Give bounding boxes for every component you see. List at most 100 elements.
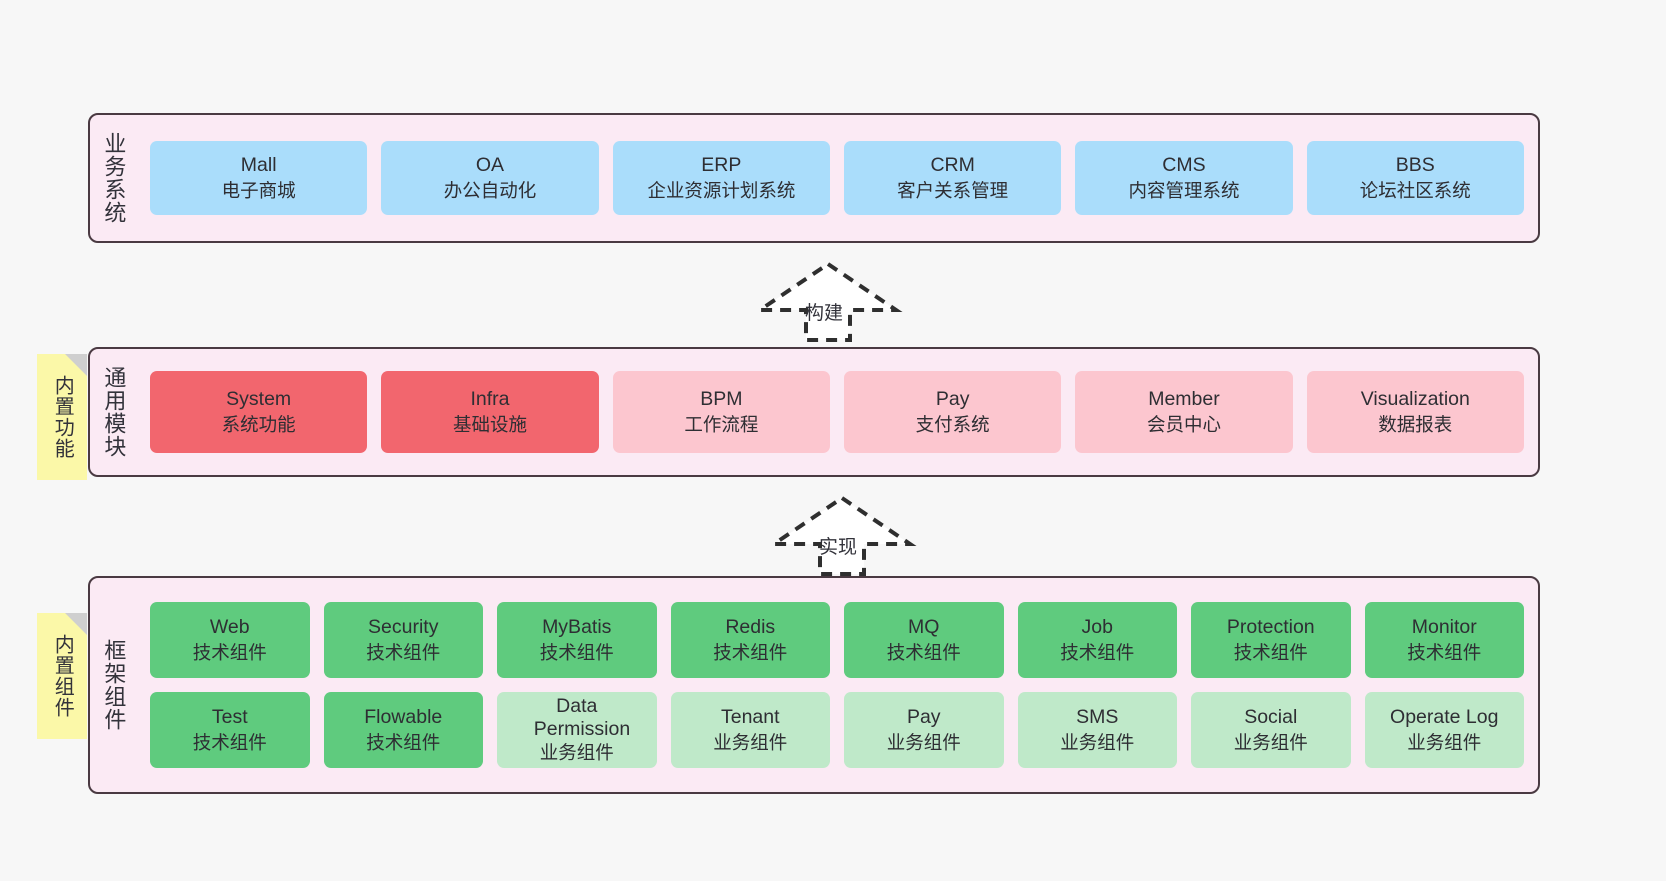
note-builtin-component: 内置组件 (37, 613, 87, 739)
implement-arrow-shape (767, 495, 917, 576)
card-pay-module-cn: 支付系统 (915, 413, 990, 435)
card-system[interactable]: System 系统功能 (150, 371, 368, 453)
card-oa[interactable]: OA 办公自动化 (381, 141, 599, 215)
card-crm-en: CRM (930, 154, 975, 177)
card-sms-en: SMS (1076, 706, 1119, 729)
card-sms[interactable]: SMS 业务组件 (1017, 692, 1177, 768)
card-web-en: Web (209, 616, 250, 639)
card-member-en: Member (1148, 388, 1220, 411)
card-crm-cn: 客户关系管理 (897, 179, 1009, 201)
card-visualization-en: Visualization (1360, 388, 1470, 411)
card-social-en: Social (1244, 706, 1298, 729)
layer-general-module: 通用模块 System 系统功能 Infra 基础设施 BPM 工作流程 Pay… (88, 347, 1540, 477)
card-visualization[interactable]: Visualization 数据报表 (1306, 371, 1524, 453)
card-pay-component-cn: 业务组件 (886, 731, 961, 753)
note-builtin-function: 内置功能 (37, 354, 87, 480)
card-test-cn: 技术组件 (192, 731, 267, 753)
card-mall[interactable]: Mall 电子商城 (150, 141, 368, 215)
card-protection[interactable]: Protection 技术组件 (1191, 602, 1351, 678)
card-job[interactable]: Job 技术组件 (1017, 602, 1177, 678)
card-crm[interactable]: CRM 客户关系管理 (843, 141, 1062, 215)
note-fold-corner-icon (65, 354, 87, 376)
note-builtin-component-label: 内置组件 (51, 634, 74, 718)
card-cms-en: CMS (1162, 154, 1206, 177)
card-mybatis-cn: 技术组件 (539, 641, 614, 663)
card-pay-module-en: Pay (935, 388, 970, 411)
card-mq[interactable]: MQ 技术组件 (844, 602, 1004, 678)
card-redis-cn: 技术组件 (713, 641, 788, 663)
card-mall-cn: 电子商城 (221, 179, 296, 201)
card-operate-log-en: Operate Log (1390, 706, 1499, 729)
card-bbs-cn: 论坛社区系统 (1359, 179, 1471, 201)
card-web[interactable]: Web 技术组件 (150, 602, 310, 678)
card-mq-en: MQ (908, 616, 940, 639)
card-protection-cn: 技术组件 (1233, 641, 1308, 663)
card-member[interactable]: Member 会员中心 (1075, 371, 1293, 453)
framework-row-tech: Web 技术组件 Security 技术组件 MyBatis 技术组件 Redi… (150, 602, 1524, 678)
card-operate-log[interactable]: Operate Log 业务组件 (1364, 692, 1524, 768)
card-member-cn: 会员中心 (1146, 413, 1221, 435)
card-test[interactable]: Test 技术组件 (150, 692, 310, 768)
card-pay-component[interactable]: Pay 业务组件 (844, 692, 1004, 768)
card-infra[interactable]: Infra 基础设施 (381, 371, 599, 453)
card-bpm-en: BPM (700, 388, 743, 411)
connector-implement: 实现 (767, 495, 917, 576)
layer-title-general-module: 通用模块 (101, 366, 127, 458)
card-pay-component-en: Pay (906, 706, 941, 729)
card-data-permission-en: Data Permission (533, 694, 631, 740)
card-security[interactable]: Security 技术组件 (323, 602, 483, 678)
card-bpm[interactable]: BPM 工作流程 (612, 371, 830, 453)
connector-build-label: 构建 (805, 303, 844, 324)
card-oa-cn: 办公自动化 (443, 179, 537, 201)
card-bpm-cn: 工作流程 (684, 413, 759, 435)
layer-body-business-system: Mall 电子商城 OA 办公自动化 ERP 企业资源计划系统 CRM 客户关系… (136, 115, 1538, 241)
card-social-cn: 业务组件 (1233, 731, 1308, 753)
card-erp[interactable]: ERP 企业资源计划系统 (612, 141, 830, 215)
card-infra-en: Infra (470, 388, 510, 411)
card-security-cn: 技术组件 (366, 641, 441, 663)
card-bbs-en: BBS (1395, 154, 1435, 177)
layer-body-general-module: System 系统功能 Infra 基础设施 BPM 工作流程 Pay 支付系统… (136, 349, 1538, 475)
card-mall-en: Mall (240, 154, 277, 177)
card-monitor-cn: 技术组件 (1407, 641, 1482, 663)
card-oa-en: OA (475, 154, 505, 177)
note-fold-corner-icon (65, 613, 87, 635)
layer-title-business-system: 业务系统 (101, 132, 127, 224)
build-arrow-shape (753, 261, 903, 342)
card-security-en: Security (368, 616, 439, 639)
card-redis-en: Redis (725, 616, 776, 639)
card-visualization-cn: 数据报表 (1378, 413, 1453, 435)
card-system-cn: 系统功能 (221, 413, 296, 435)
card-flowable[interactable]: Flowable 技术组件 (323, 692, 483, 768)
card-mybatis[interactable]: MyBatis 技术组件 (497, 602, 657, 678)
layer-framework-component: 框架组件 Web 技术组件 Security 技术组件 MyBatis 技术组件… (88, 576, 1540, 794)
card-bbs[interactable]: BBS 论坛社区系统 (1306, 141, 1524, 215)
card-cms[interactable]: CMS 内容管理系统 (1075, 141, 1293, 215)
card-monitor[interactable]: Monitor 技术组件 (1364, 602, 1524, 678)
card-cms-cn: 内容管理系统 (1128, 179, 1240, 201)
card-infra-cn: 基础设施 (452, 413, 527, 435)
card-erp-en: ERP (701, 154, 742, 177)
card-erp-cn: 企业资源计划系统 (647, 179, 796, 201)
card-web-cn: 技术组件 (192, 641, 267, 663)
card-social[interactable]: Social 业务组件 (1191, 692, 1351, 768)
card-data-permission[interactable]: Data Permission 业务组件 (497, 692, 657, 768)
card-data-permission-cn: 业务组件 (539, 741, 614, 763)
card-sms-cn: 业务组件 (1060, 731, 1135, 753)
connector-implement-label: 实现 (819, 537, 858, 558)
card-tenant-en: Tenant (720, 706, 780, 729)
card-job-cn: 技术组件 (1060, 641, 1135, 663)
card-mybatis-en: MyBatis (542, 616, 612, 639)
card-protection-en: Protection (1226, 616, 1315, 639)
card-tenant[interactable]: Tenant 业务组件 (670, 692, 830, 768)
card-pay-module[interactable]: Pay 支付系统 (843, 371, 1062, 453)
card-flowable-en: Flowable (364, 706, 443, 729)
framework-row-business: Test 技术组件 Flowable 技术组件 Data Permission … (150, 692, 1524, 768)
card-job-en: Job (1081, 616, 1113, 639)
card-redis[interactable]: Redis 技术组件 (670, 602, 830, 678)
card-monitor-en: Monitor (1411, 616, 1477, 639)
card-test-en: Test (211, 706, 248, 729)
layer-body-framework-component: Web 技术组件 Security 技术组件 MyBatis 技术组件 Redi… (136, 578, 1538, 792)
card-system-en: System (226, 388, 292, 411)
